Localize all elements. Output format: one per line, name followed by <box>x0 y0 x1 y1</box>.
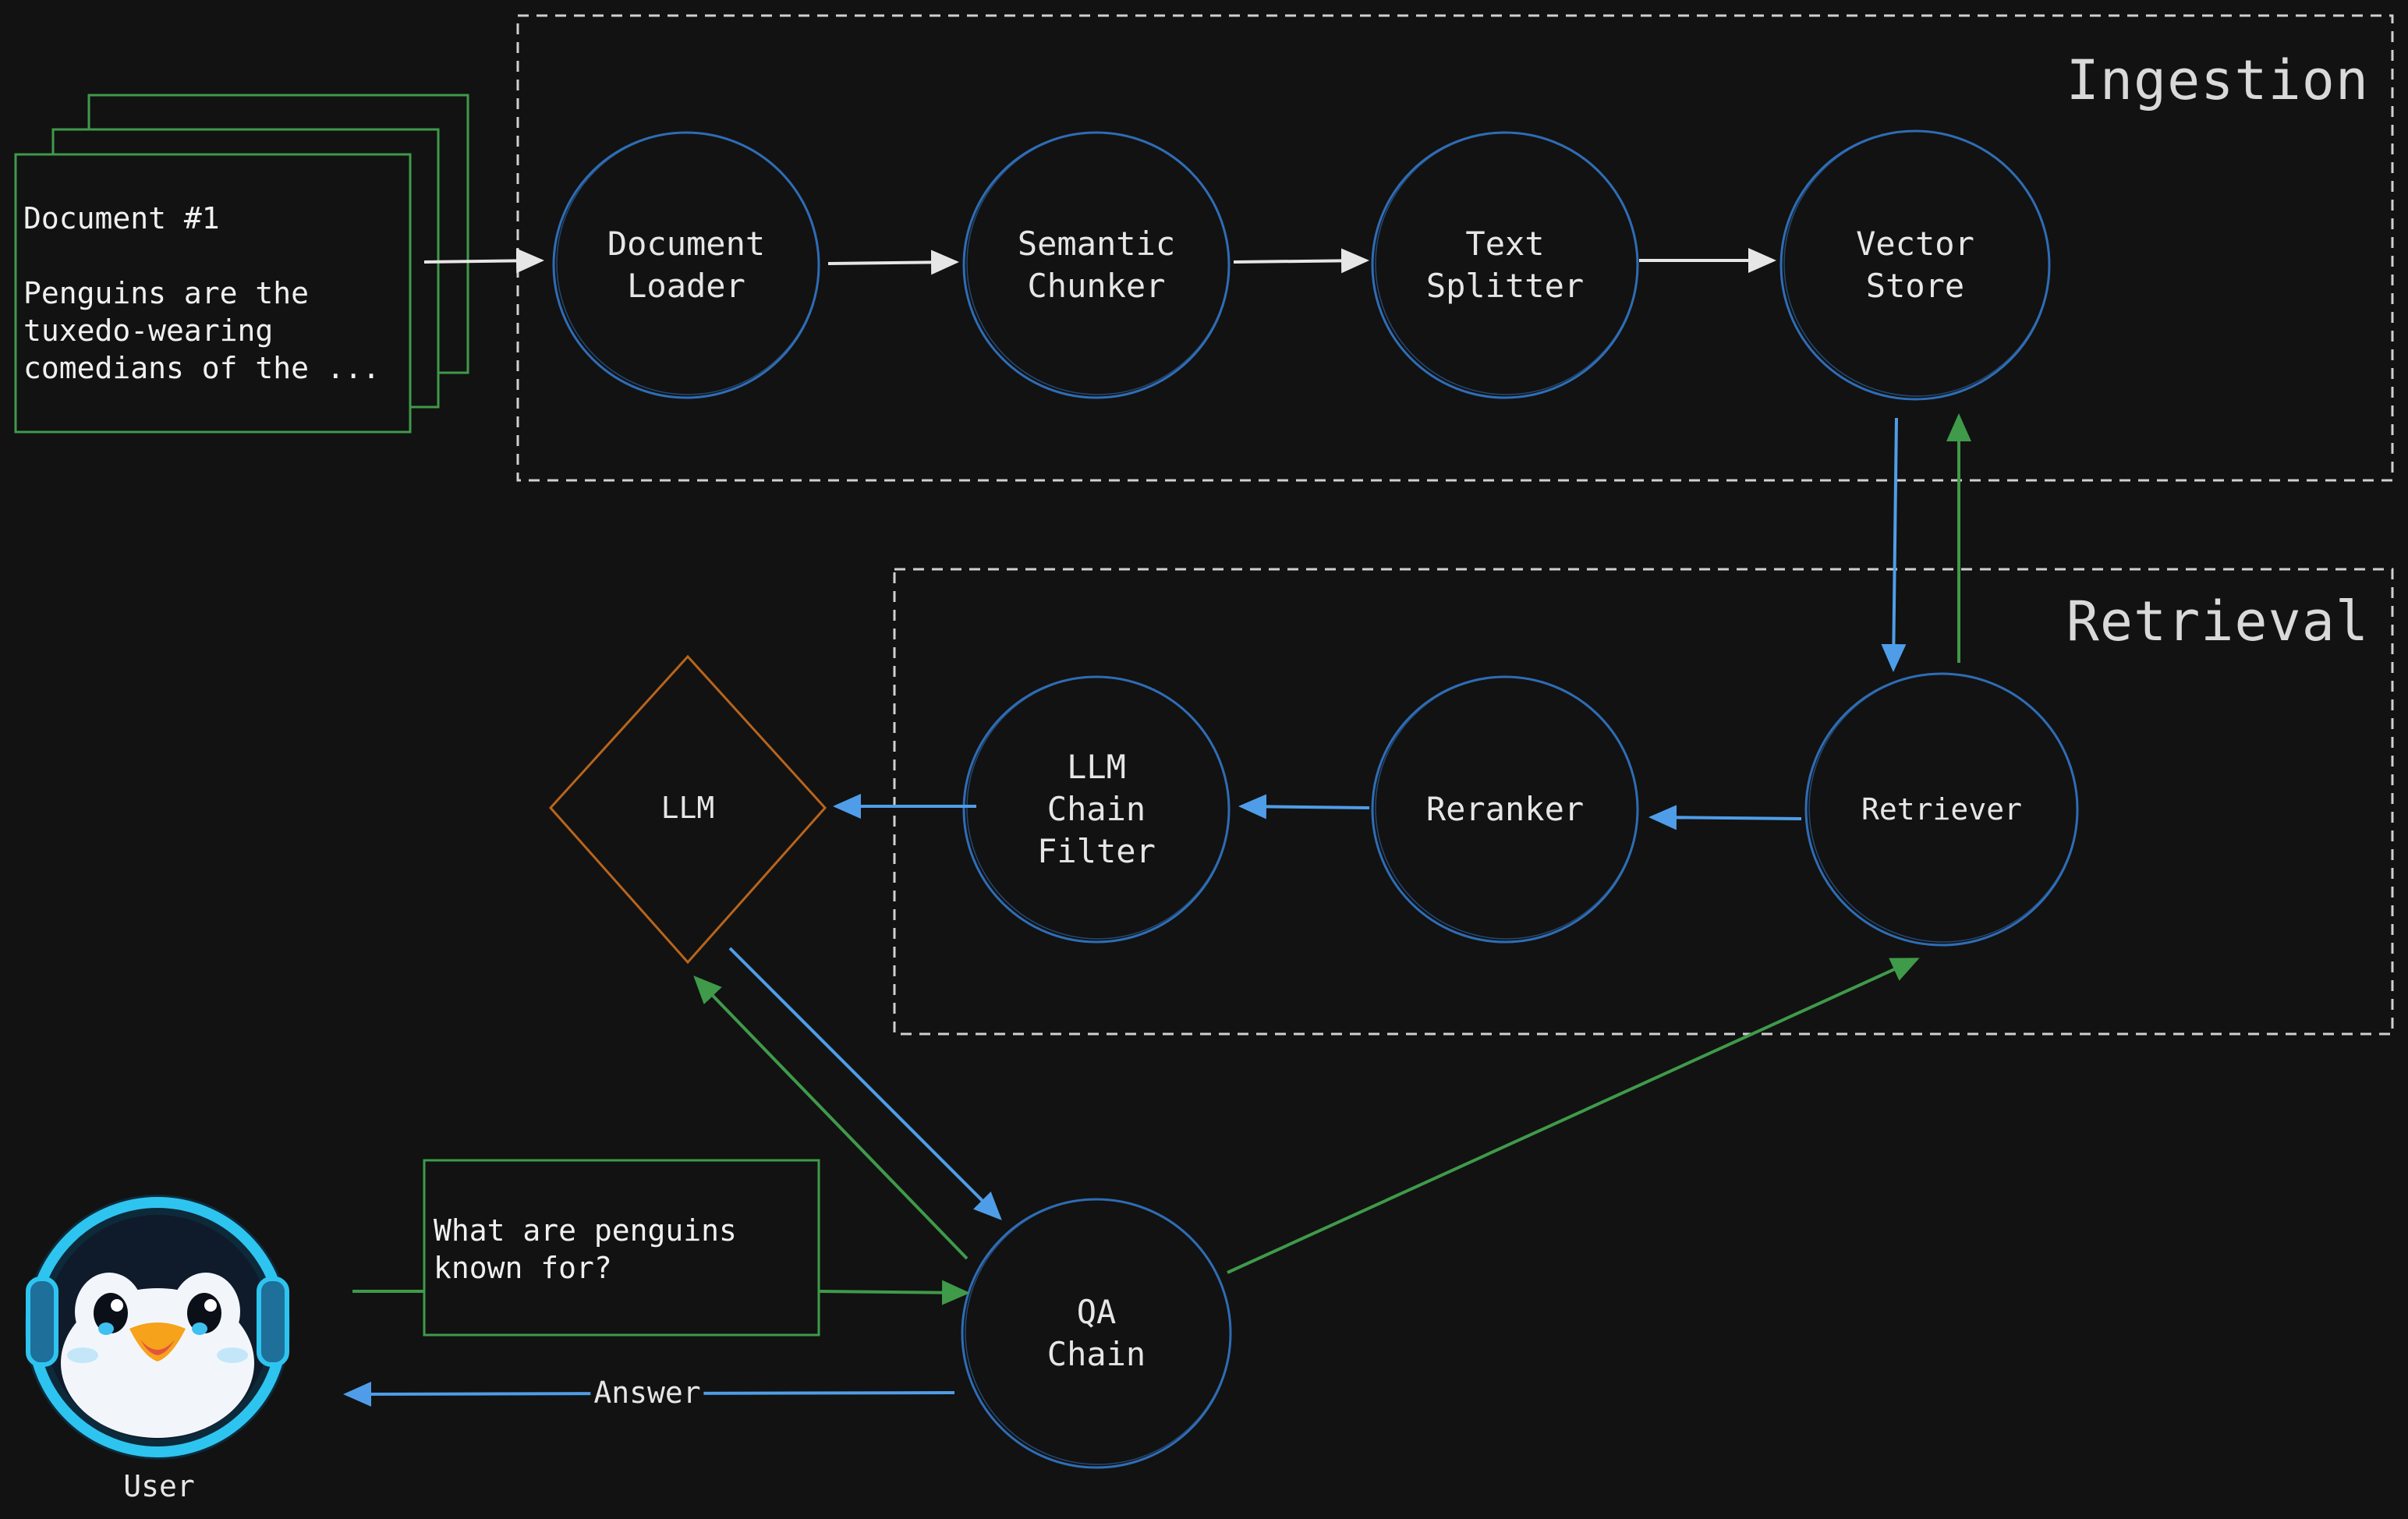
ingestion-arrows <box>423 248 1776 275</box>
ingestion-title: Ingestion <box>2066 48 2369 112</box>
document-body: Penguins are the tuxedo-wearing comedian… <box>23 276 381 385</box>
retrieval-arrows <box>833 794 1802 830</box>
question-text: What are penguins known for? <box>434 1213 737 1285</box>
reranker-node <box>1371 675 1639 944</box>
arrow-qa-to-retriever <box>1227 958 1920 1274</box>
qa-chain-node <box>961 1198 1232 1469</box>
vector-store-node <box>1779 129 2051 401</box>
retrieval-frame <box>893 568 2394 1036</box>
document-loader-label: Document Loader <box>607 225 766 305</box>
retriever-label: Retriever <box>1861 792 2022 827</box>
arrow-question-to-qa <box>818 1280 970 1305</box>
text-splitter-label: Text Splitter <box>1425 225 1585 305</box>
question-box <box>423 1159 820 1337</box>
llm-chain-filter-label: LLM Chain Filter <box>1037 748 1156 870</box>
arrow-qa-to-llm <box>693 975 969 1260</box>
user-avatar <box>25 1195 290 1460</box>
document-title: Document #1 <box>23 201 220 235</box>
llm-label: LLM <box>660 791 715 825</box>
document-loader-node <box>552 131 820 399</box>
text-splitter-node <box>1371 131 1639 399</box>
qa-chain-label: QA Chain <box>1046 1293 1146 1373</box>
semantic-chunker-node <box>962 131 1231 399</box>
vector-store-label: Vector Store <box>1856 225 1974 305</box>
arrow-vectorstore-to-retriever <box>1881 417 1907 672</box>
ingestion-frame <box>516 14 2394 482</box>
semantic-chunker-label: Semantic Chunker <box>1017 225 1176 305</box>
reranker-label: Reranker <box>1425 790 1585 828</box>
llm-node <box>548 654 827 965</box>
document-stack <box>14 94 469 434</box>
arrow-llm-to-qa <box>728 947 1002 1220</box>
retrieval-title: Retrieval <box>2066 590 2369 653</box>
retriever-node <box>1804 672 2079 947</box>
user-label: User <box>123 1469 195 1503</box>
answer-label: Answer <box>590 1376 704 1410</box>
